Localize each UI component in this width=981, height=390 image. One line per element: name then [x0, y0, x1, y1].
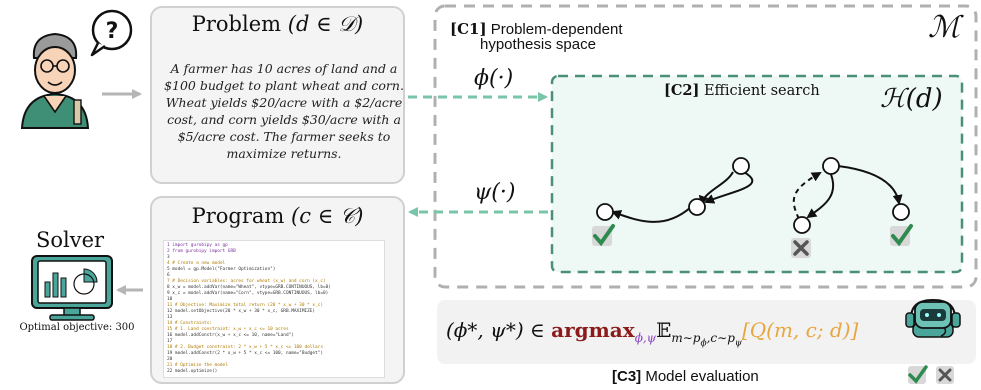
problem-title-word: Problem	[191, 12, 282, 36]
code-line: 16 model.addConstr(x_w + x_c <= 10, name…	[167, 333, 294, 338]
formula-expect-sub-psi: ψ	[734, 338, 742, 349]
code-line: 19 model.addConstr(2 * x_w + 5 * x_c <= …	[167, 351, 323, 356]
code-line: 4 # Create a new model	[167, 261, 226, 266]
problem-text: A farmer has 10 acres of land and a $100…	[164, 61, 404, 161]
c2-label: [C2] Efficient search	[664, 82, 820, 99]
code-line: 1 import gurobipy as gp	[167, 243, 228, 248]
search-edge	[704, 169, 754, 204]
code-line: 8 x_w = model.addVar(name="Wheat", vtype…	[167, 285, 331, 290]
hypothesis-space-symbol: ℳ	[928, 10, 961, 45]
c1-label-line2: hypothesis space	[480, 36, 596, 53]
search-space-symbol: ℋ(d)	[880, 84, 943, 114]
farmer-icon: ?	[20, 9, 133, 129]
graph-node	[892, 203, 910, 221]
svg-text:?: ?	[106, 19, 119, 44]
formula-q-term: [Q(m, c; d)]	[741, 318, 859, 342]
program-title-word: Program	[191, 204, 285, 228]
code-line: 12 model.setObjective(20 * x_w + 30 * x_…	[167, 309, 316, 314]
code-line: 17	[167, 339, 173, 344]
code-line: 10	[167, 297, 173, 302]
program-title: Program (c ∈ 𝒞)	[150, 204, 405, 229]
search-nodes	[596, 157, 910, 234]
code-line: 20	[167, 357, 173, 362]
code-line: 21 # Optimize the model	[167, 363, 228, 368]
c2-tag: [C2]	[664, 82, 700, 99]
code-line: 22 model.optimize()	[167, 369, 218, 374]
hypothesis-space-box	[433, 4, 978, 289]
code-line: 18 # 2. Budget constraint: 2 * x_w + 5 *…	[167, 345, 323, 350]
formula-expectation: 𝔼	[656, 318, 672, 342]
c1-label: [C1] Problem-dependent hypothesis space	[450, 20, 623, 53]
formula-band	[437, 300, 976, 364]
code-line: 11 # Objective: Maximize total return (2…	[167, 303, 323, 308]
robot-icon	[905, 298, 961, 338]
graph-node	[822, 157, 840, 175]
graph-node	[688, 198, 706, 216]
search-space-box	[550, 74, 964, 274]
code-line: 3	[167, 255, 170, 260]
problem-box	[150, 6, 405, 184]
code-line: 7 # Decision variables: acres for wheat …	[167, 279, 326, 284]
c1-label-line1: Problem-dependent	[490, 21, 623, 38]
code-line: 9 x_c = model.addVar(name="Corn", vtype=…	[167, 291, 329, 296]
check-icon	[592, 224, 615, 247]
phi-label: ϕ(·)	[474, 66, 514, 91]
code-line: 6	[167, 273, 170, 278]
formula-argmax: argmax	[551, 318, 635, 342]
formula-expect-sub-mid: ,c∼p	[706, 331, 735, 345]
program-title-math: (c ∈ 𝒞)	[291, 204, 364, 228]
code-line: 15 # 1. Land constraint: x_w + x_c <= 10…	[167, 327, 289, 332]
formula-expect-sub-phi: ϕ	[700, 338, 707, 349]
cross-icon	[936, 366, 954, 384]
graph-node	[596, 203, 614, 221]
formula-argmax-sub: ϕ,ψ	[634, 331, 657, 345]
check-icon	[908, 365, 928, 384]
objective-formula: (ϕ*, ψ*) ∈ argmaxϕ,ψ𝔼m∼pϕ,c∼pψ[Q(m, c; d…	[446, 318, 858, 348]
solver-monitor-icon	[31, 255, 113, 321]
code-line: 2 from gurobipy import GRB	[167, 249, 236, 254]
c3-tag: [C3]	[612, 368, 642, 385]
graph-node	[793, 216, 811, 234]
c1-tag: [C1]	[450, 20, 487, 38]
c3-label: [C3] Model evaluation	[612, 368, 759, 385]
c3-label-text: Model evaluation	[645, 368, 759, 385]
code-line: 5 model = gp.Model("Farmer Optimization"…	[167, 267, 276, 272]
c2-label-text: Efficient search	[703, 83, 820, 99]
problem-title-math: (d ∈ 𝒟)	[287, 12, 364, 36]
check-icon	[890, 224, 913, 247]
code-line: 14 # Constraints:	[167, 321, 212, 326]
problem-title: Problem (d ∈ 𝒟)	[150, 12, 405, 37]
formula-expect-sub: m∼p	[671, 331, 701, 345]
code-line: 13	[167, 315, 173, 320]
solver-label: Solver	[35, 228, 105, 252]
psi-label: ψ(·)	[474, 180, 516, 205]
graph-node	[732, 157, 750, 175]
cross-icon	[791, 238, 811, 258]
solver-result: Optimal objective: 300	[19, 322, 135, 333]
formula-lhs: (ϕ*, ψ*) ∈	[446, 318, 552, 342]
